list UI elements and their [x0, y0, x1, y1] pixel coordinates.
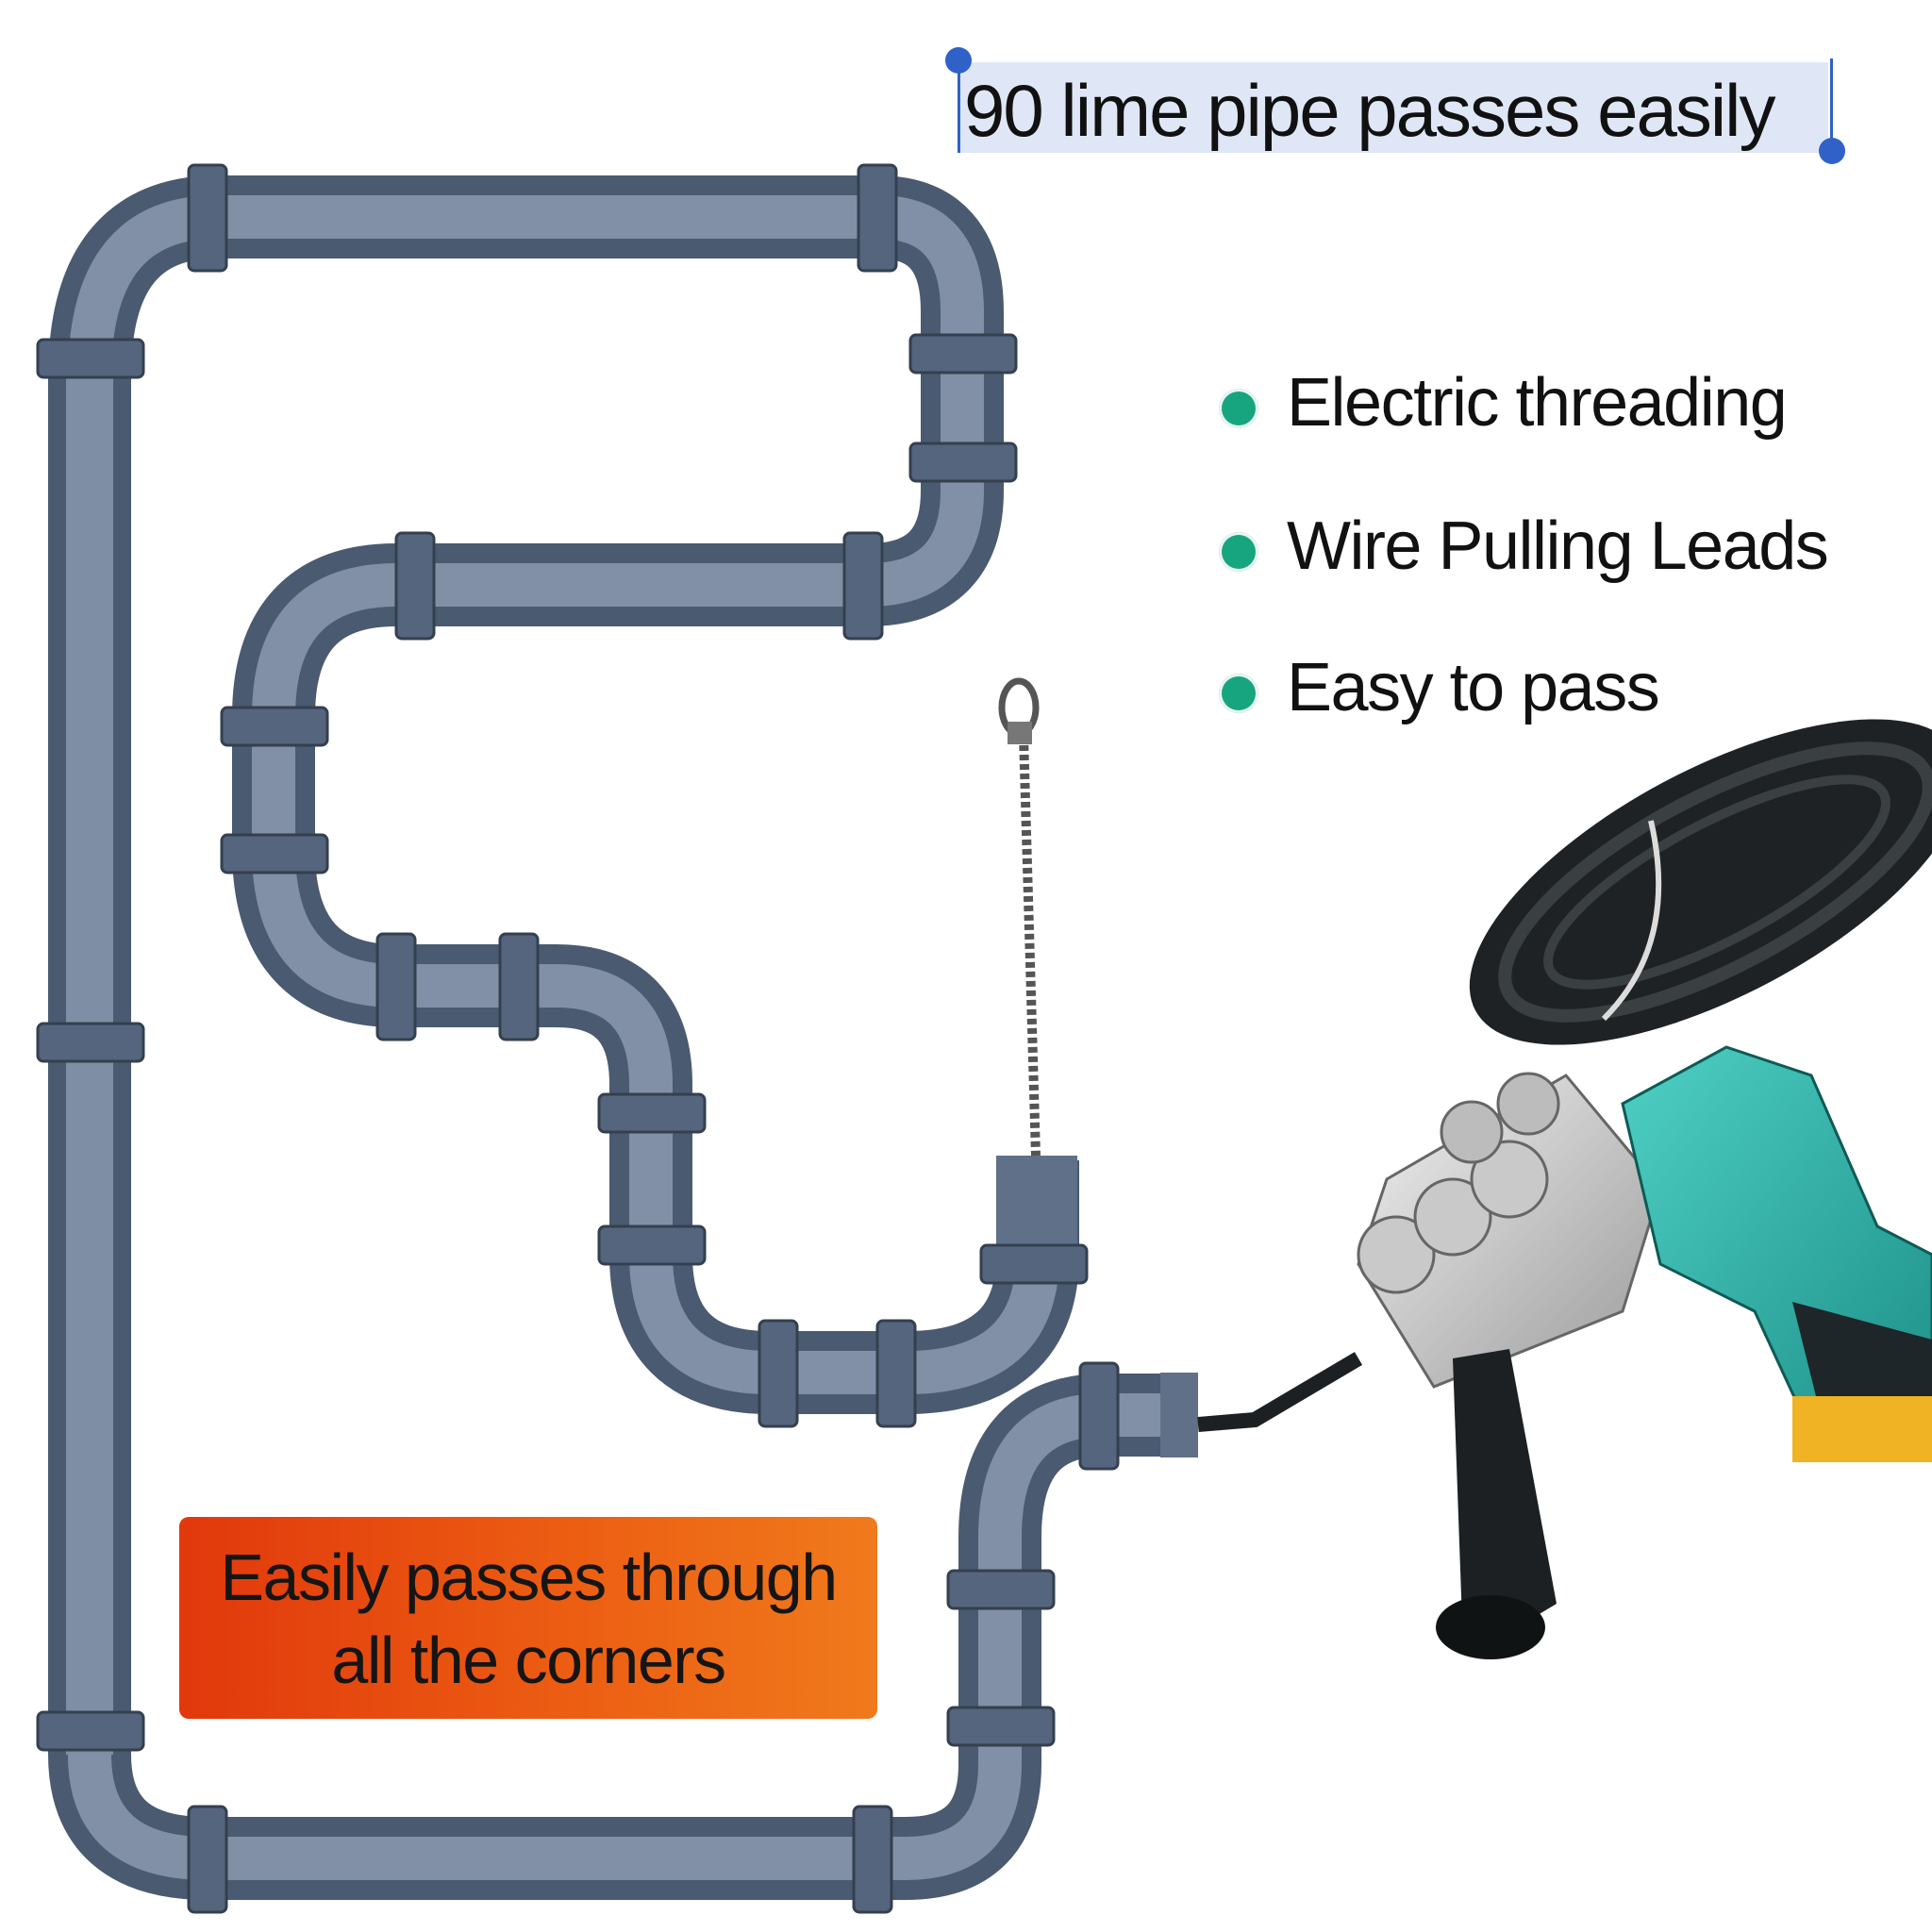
bullet-dot-icon: [1219, 674, 1258, 713]
bullet-dot-icon: [1219, 532, 1258, 572]
feature-label: Wire Pulling Leads: [1287, 508, 1829, 584]
badge-line-2: all the corners: [331, 1624, 726, 1697]
wire-lead: [998, 677, 1041, 1157]
corners-badge: Easily passes through all the corners: [179, 1517, 877, 1719]
headline-highlight: [958, 62, 1828, 153]
pipe-couplings: [36, 163, 1120, 1914]
selection-end-bar: [1830, 58, 1833, 153]
bullet-dot-icon: [1219, 389, 1258, 428]
selection-end-handle[interactable]: [1819, 138, 1845, 164]
selection-start-bar: [958, 58, 960, 153]
feature-label: Easy to pass: [1287, 650, 1660, 725]
selection-start-handle[interactable]: [945, 47, 972, 74]
headline-title: 90 lime pipe passes easily: [964, 69, 1775, 152]
threading-drill: [1197, 719, 1932, 1659]
badge-line-1: Easily passes through: [220, 1541, 838, 1614]
feature-label: Electric threading: [1287, 365, 1788, 441]
